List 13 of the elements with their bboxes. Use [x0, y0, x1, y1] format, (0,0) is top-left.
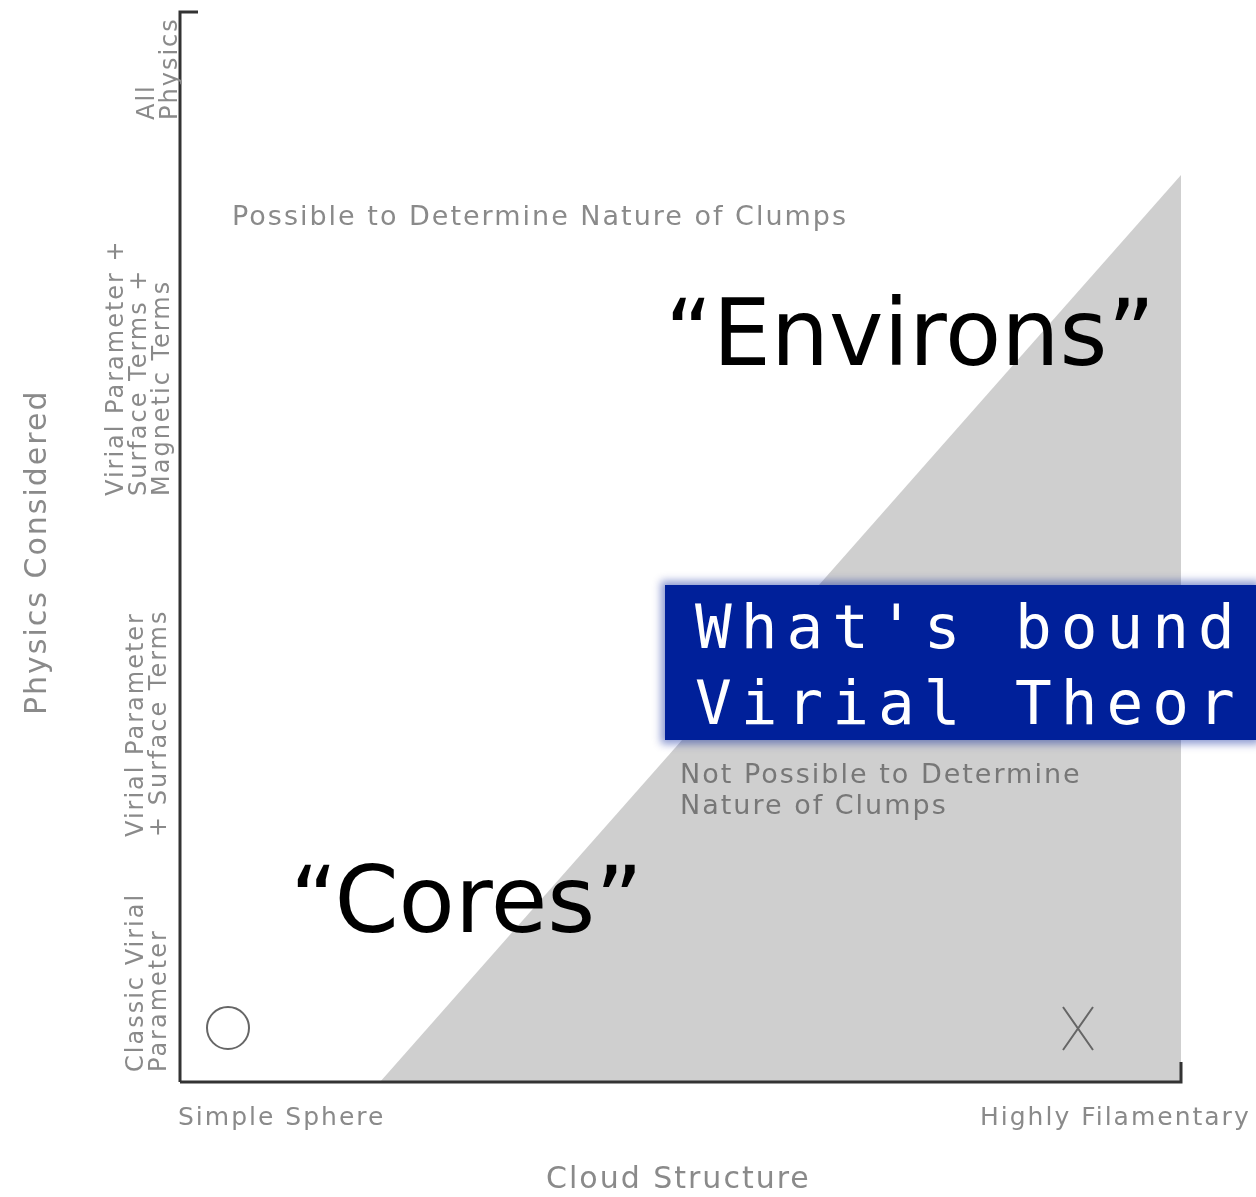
region-title: “Environs” — [665, 288, 1156, 380]
axis-tick-label: All Physics — [135, 20, 181, 120]
axis-tick-label: Simple Sphere — [178, 1104, 386, 1129]
axis-tick-label: Highly Filamentary — [980, 1104, 1251, 1129]
axis-tick-label: Classic Virial Parameter — [124, 891, 170, 1072]
region-label: Possible to Determine Nature of Clumps — [232, 202, 849, 229]
region-label: Not Possible to Determine Nature of Clumps — [680, 758, 1083, 821]
axis-title: Physics Considered — [22, 388, 51, 715]
axis-title: Cloud Structure — [546, 1163, 811, 1193]
region-title: “Cores” — [290, 855, 643, 947]
banner-text: What's bound Virial Theor — [695, 590, 1245, 741]
axis-tick-label: Virial Parameter + Surface Terms — [124, 608, 170, 837]
axis-tick-label: Virial Parameter + Surface Terms + Magnetic Terms — [104, 238, 173, 496]
